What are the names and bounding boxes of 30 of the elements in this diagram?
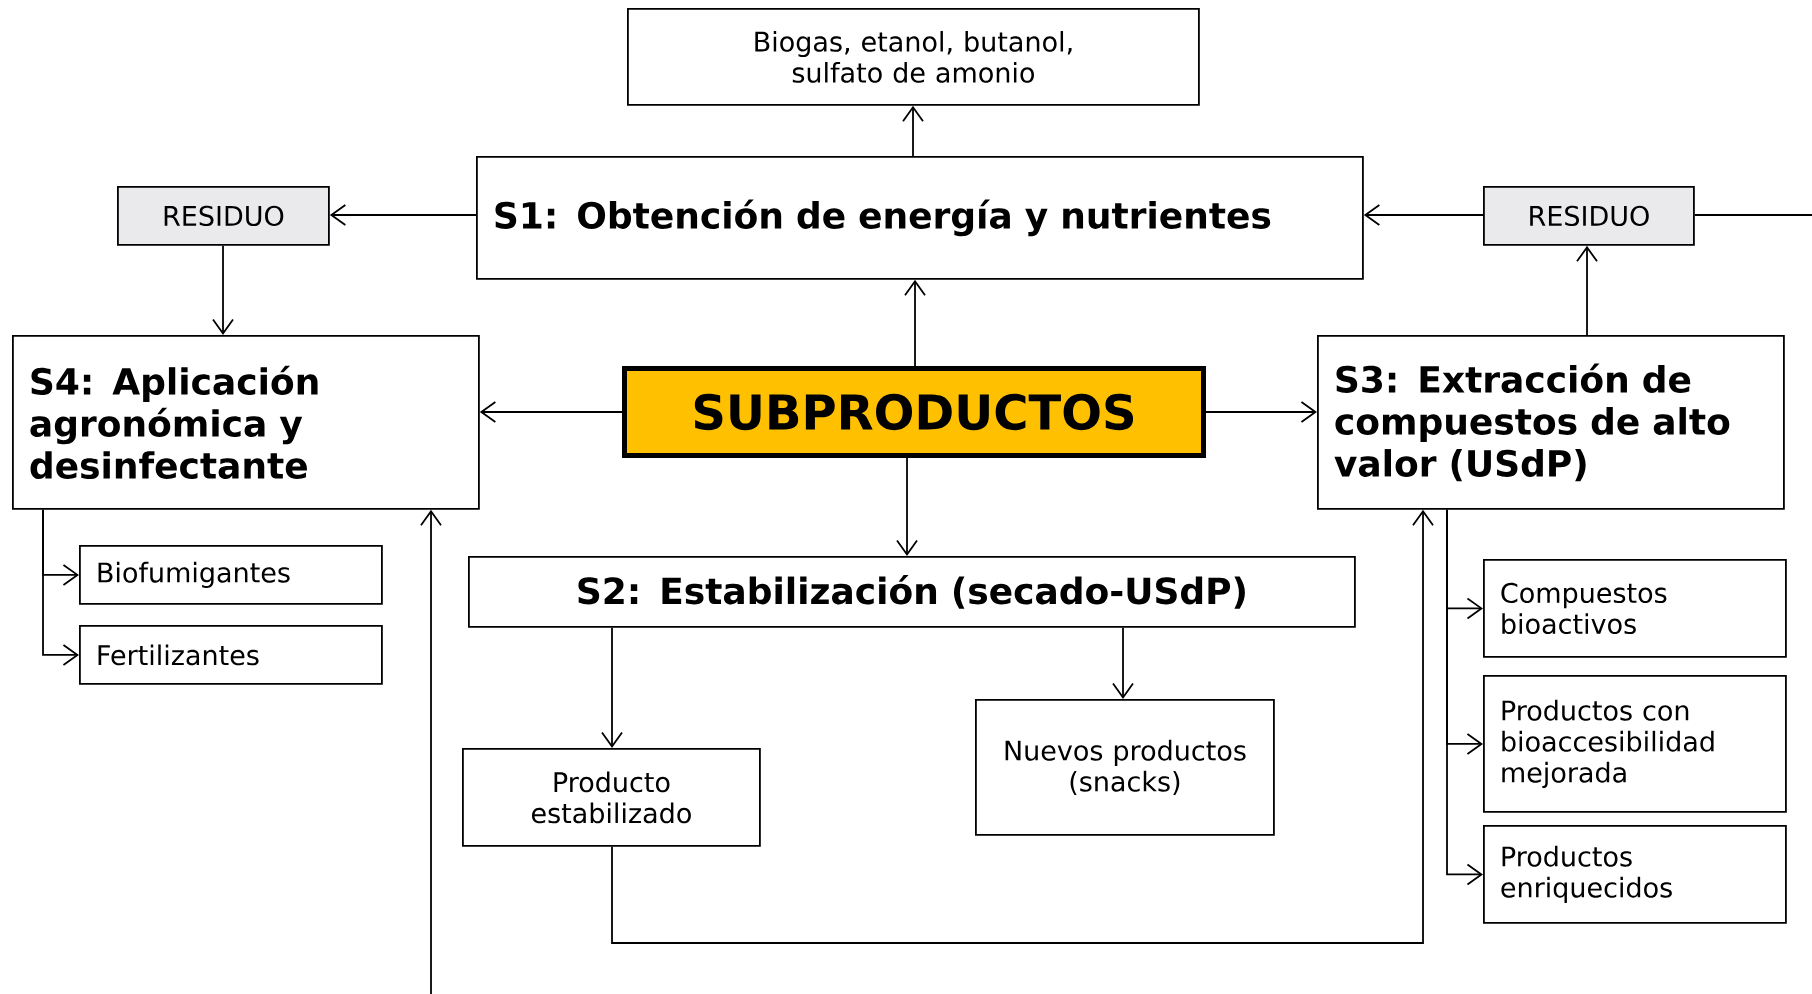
arrow (212, 244, 234, 335)
arrow (601, 626, 623, 748)
stage-box: S2: Estabilización (secado-USdP) (468, 556, 1356, 628)
product-box: Nuevos productos (snacks) (975, 699, 1275, 836)
arrow (479, 401, 623, 423)
arrow (1363, 204, 1484, 226)
arrow (329, 204, 477, 226)
product-box: Producto estabilizado (462, 748, 761, 847)
stage-box: S4: Aplicación agronómica y desinfectante (12, 335, 480, 510)
product-box: Productos con bioaccesibilidad mejorada (1483, 675, 1787, 813)
arrow (902, 105, 924, 157)
residue-box: RESIDUO (117, 186, 330, 246)
product-box: Biofumigantes (79, 545, 383, 605)
result-box: Biogas, etanol, butanol, sulfato de amonio (627, 8, 1200, 106)
arrow (611, 509, 1434, 944)
arrow (1576, 245, 1598, 336)
arrow (1446, 508, 1483, 886)
arrow (1205, 401, 1317, 423)
residue-box: RESIDUO (1483, 186, 1695, 246)
product-box: Productos enriquecidos (1483, 825, 1787, 924)
arrow (904, 279, 926, 367)
stage-box: S1: Obtención de energía y nutrientes (476, 156, 1364, 280)
product-box: Fertilizantes (79, 625, 383, 685)
product-box: Compuestos bioactivos (1483, 559, 1787, 658)
stage-box: S3: Extracción de compuestos de alto valor (USdP) (1317, 335, 1785, 510)
arrow (1112, 626, 1134, 699)
arrow (420, 509, 442, 994)
arrow (42, 508, 79, 666)
central-box: SUBPRODUCTOS (622, 366, 1206, 458)
arrow (896, 457, 918, 556)
